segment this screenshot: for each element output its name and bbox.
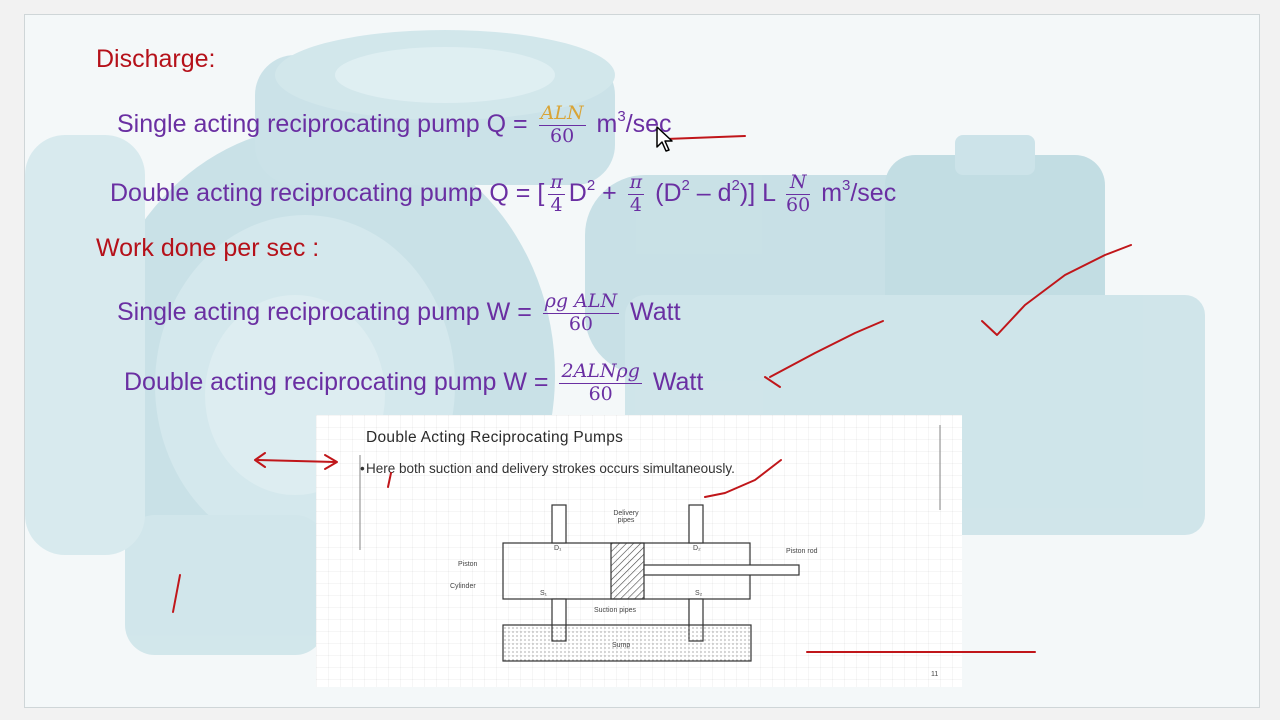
numerator: ALN	[538, 102, 586, 126]
piston-shape	[610, 542, 645, 600]
d-term: D	[568, 178, 587, 207]
pump-background-image	[25, 30, 1205, 655]
single-acting-work-formula: Single acting reciprocating pump W = ρg …	[117, 290, 681, 336]
delivery-pipe-right	[688, 504, 704, 544]
exponent: 2	[586, 176, 596, 194]
single-acting-discharge-formula: Single acting reciprocating pump Q = ALN…	[117, 102, 672, 148]
d1-label: D₁	[554, 545, 562, 552]
delivery-pipes-label: Delivery pipes	[613, 510, 639, 524]
numerator: π	[548, 171, 565, 195]
slide: Discharge: Single acting reciprocating p…	[24, 14, 1260, 708]
numerator: ρg ALN	[542, 290, 620, 314]
formula-label: Double acting reciprocating pump W =	[124, 367, 549, 396]
page-number: 11	[931, 671, 939, 678]
inset-bullet: • Here both suction and delivery strokes…	[360, 461, 846, 476]
discharge-heading: Discharge:	[96, 45, 216, 73]
formula-label: Single acting reciprocating pump W =	[117, 297, 532, 326]
suction-pipes-label: Suction pipes	[594, 607, 637, 614]
bullet-text: Here both suction and delivery strokes o…	[366, 461, 735, 476]
denominator: 60	[568, 312, 594, 335]
bullet-marker: •	[360, 461, 365, 476]
unit: Watt	[630, 297, 681, 326]
denominator: 4	[550, 193, 563, 216]
delivery-pipe-left	[551, 504, 567, 544]
piston-label: Piston	[458, 561, 478, 568]
denominator: 60	[588, 382, 613, 405]
denominator: 4	[629, 193, 642, 216]
numerator: 2ALNρg	[559, 360, 642, 384]
formula-label: Double acting reciprocating pump Q = [	[110, 178, 545, 207]
pointer-cursor-icon	[656, 126, 673, 152]
numerator: π	[627, 171, 645, 195]
denominator: 60	[786, 193, 811, 216]
plus-sign: +	[595, 178, 624, 207]
piston-rod-shape	[643, 564, 800, 576]
inset-figure: Double Acting Reciprocating Pumps • Here…	[316, 415, 962, 687]
formula-label: Single acting reciprocating pump Q =	[117, 109, 528, 138]
closing-term: )] L	[739, 178, 776, 207]
unit: m	[821, 178, 843, 207]
numerator: N	[786, 171, 811, 195]
s1-label: S₁	[540, 590, 548, 597]
fraction: ALN 60	[538, 102, 586, 148]
unit: Watt	[652, 367, 704, 396]
piston-rod-label: Piston rod	[786, 548, 818, 555]
paren-term: (D	[648, 178, 682, 207]
minus-term: – d	[689, 178, 732, 207]
work-heading: Work done per sec :	[96, 234, 320, 262]
exponent: 2	[731, 176, 740, 194]
unit: m	[596, 109, 618, 138]
sump-shape	[502, 624, 752, 662]
double-acting-work-formula: Double acting reciprocating pump W = 2AL…	[124, 360, 704, 406]
pump-diagram	[359, 425, 941, 662]
sump-label: Sump	[612, 642, 631, 649]
exponent: 2	[681, 176, 690, 194]
inset-title: Double Acting Reciprocating Pumps	[366, 429, 624, 446]
fraction: 2ALNρg 60	[559, 360, 642, 406]
s2-label: S₂	[695, 590, 703, 597]
fraction: ρg ALN 60	[542, 290, 620, 336]
cylinder-label: Cylinder	[450, 583, 476, 590]
denominator: 60	[550, 124, 575, 147]
unit-exponent: 3	[617, 107, 626, 125]
d2-label: D₂	[693, 545, 701, 552]
unit-tail: /sec	[850, 178, 897, 207]
unit-exponent: 3	[842, 176, 851, 194]
